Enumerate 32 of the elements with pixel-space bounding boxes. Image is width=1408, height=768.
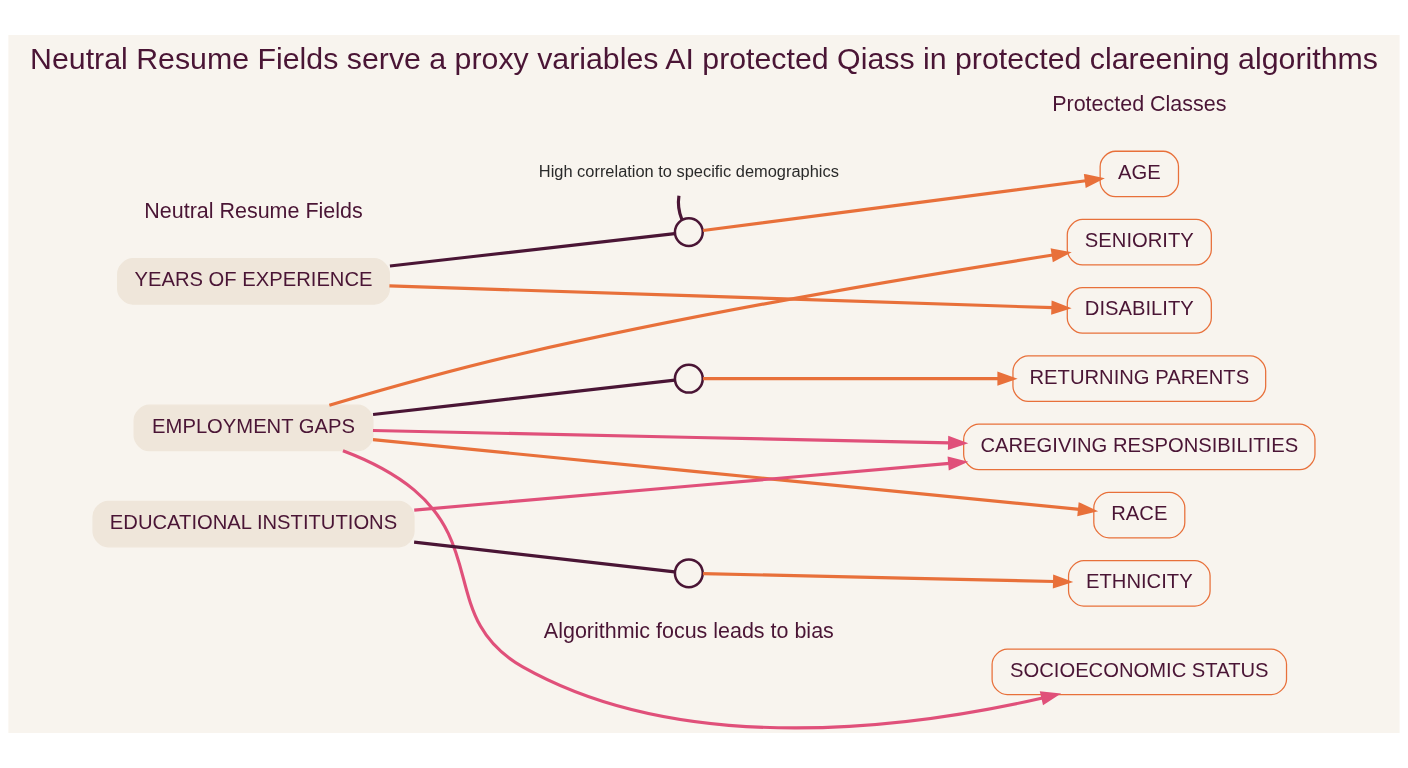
node-box: RACE (1093, 491, 1186, 539)
node-box: EMPLOYMENT GAPS (133, 404, 374, 452)
label: Algorithmic focus leads to bias (543, 618, 834, 643)
label: Neutral Resume Fields (144, 199, 363, 224)
node-box: YEARS OF EXPERIENCE (117, 258, 390, 305)
connector (372, 378, 676, 417)
arrow (703, 371, 1018, 386)
node-circle (673, 558, 704, 589)
label: Protected Classes (1052, 91, 1227, 116)
node-box: ETHNICITY (1067, 560, 1211, 607)
node-box: RETURNING PARENTS (1012, 355, 1267, 403)
node-box: SOCIOECONOMIC STATUS (991, 648, 1288, 696)
arrow (372, 428, 969, 450)
diagram-title: Neutral Resume Fields serve a proxy variables AI protected Qiass in protected clareening algorithms (30, 42, 1378, 76)
arrow (703, 572, 1074, 589)
arrow (702, 173, 1105, 232)
node-box: DISABILITY (1066, 287, 1212, 334)
connector (389, 232, 675, 268)
connector (676, 195, 684, 221)
node-circle (673, 363, 704, 394)
node-text: High correlation to specific demographics (538, 162, 839, 181)
node-box: CAREGIVING RESPONSIBILITIES (963, 423, 1316, 471)
arrow (389, 284, 1072, 315)
node-box: AGE (1099, 150, 1180, 198)
node-box: SENIORITY (1066, 218, 1212, 266)
node-box: EDUCATIONAL INSTITUTIONS (92, 500, 415, 548)
connector (413, 540, 675, 574)
node-circle (673, 216, 704, 248)
arrow (372, 438, 1099, 517)
arrow (342, 449, 1062, 730)
arrow (328, 248, 1072, 407)
arrow (414, 456, 969, 512)
